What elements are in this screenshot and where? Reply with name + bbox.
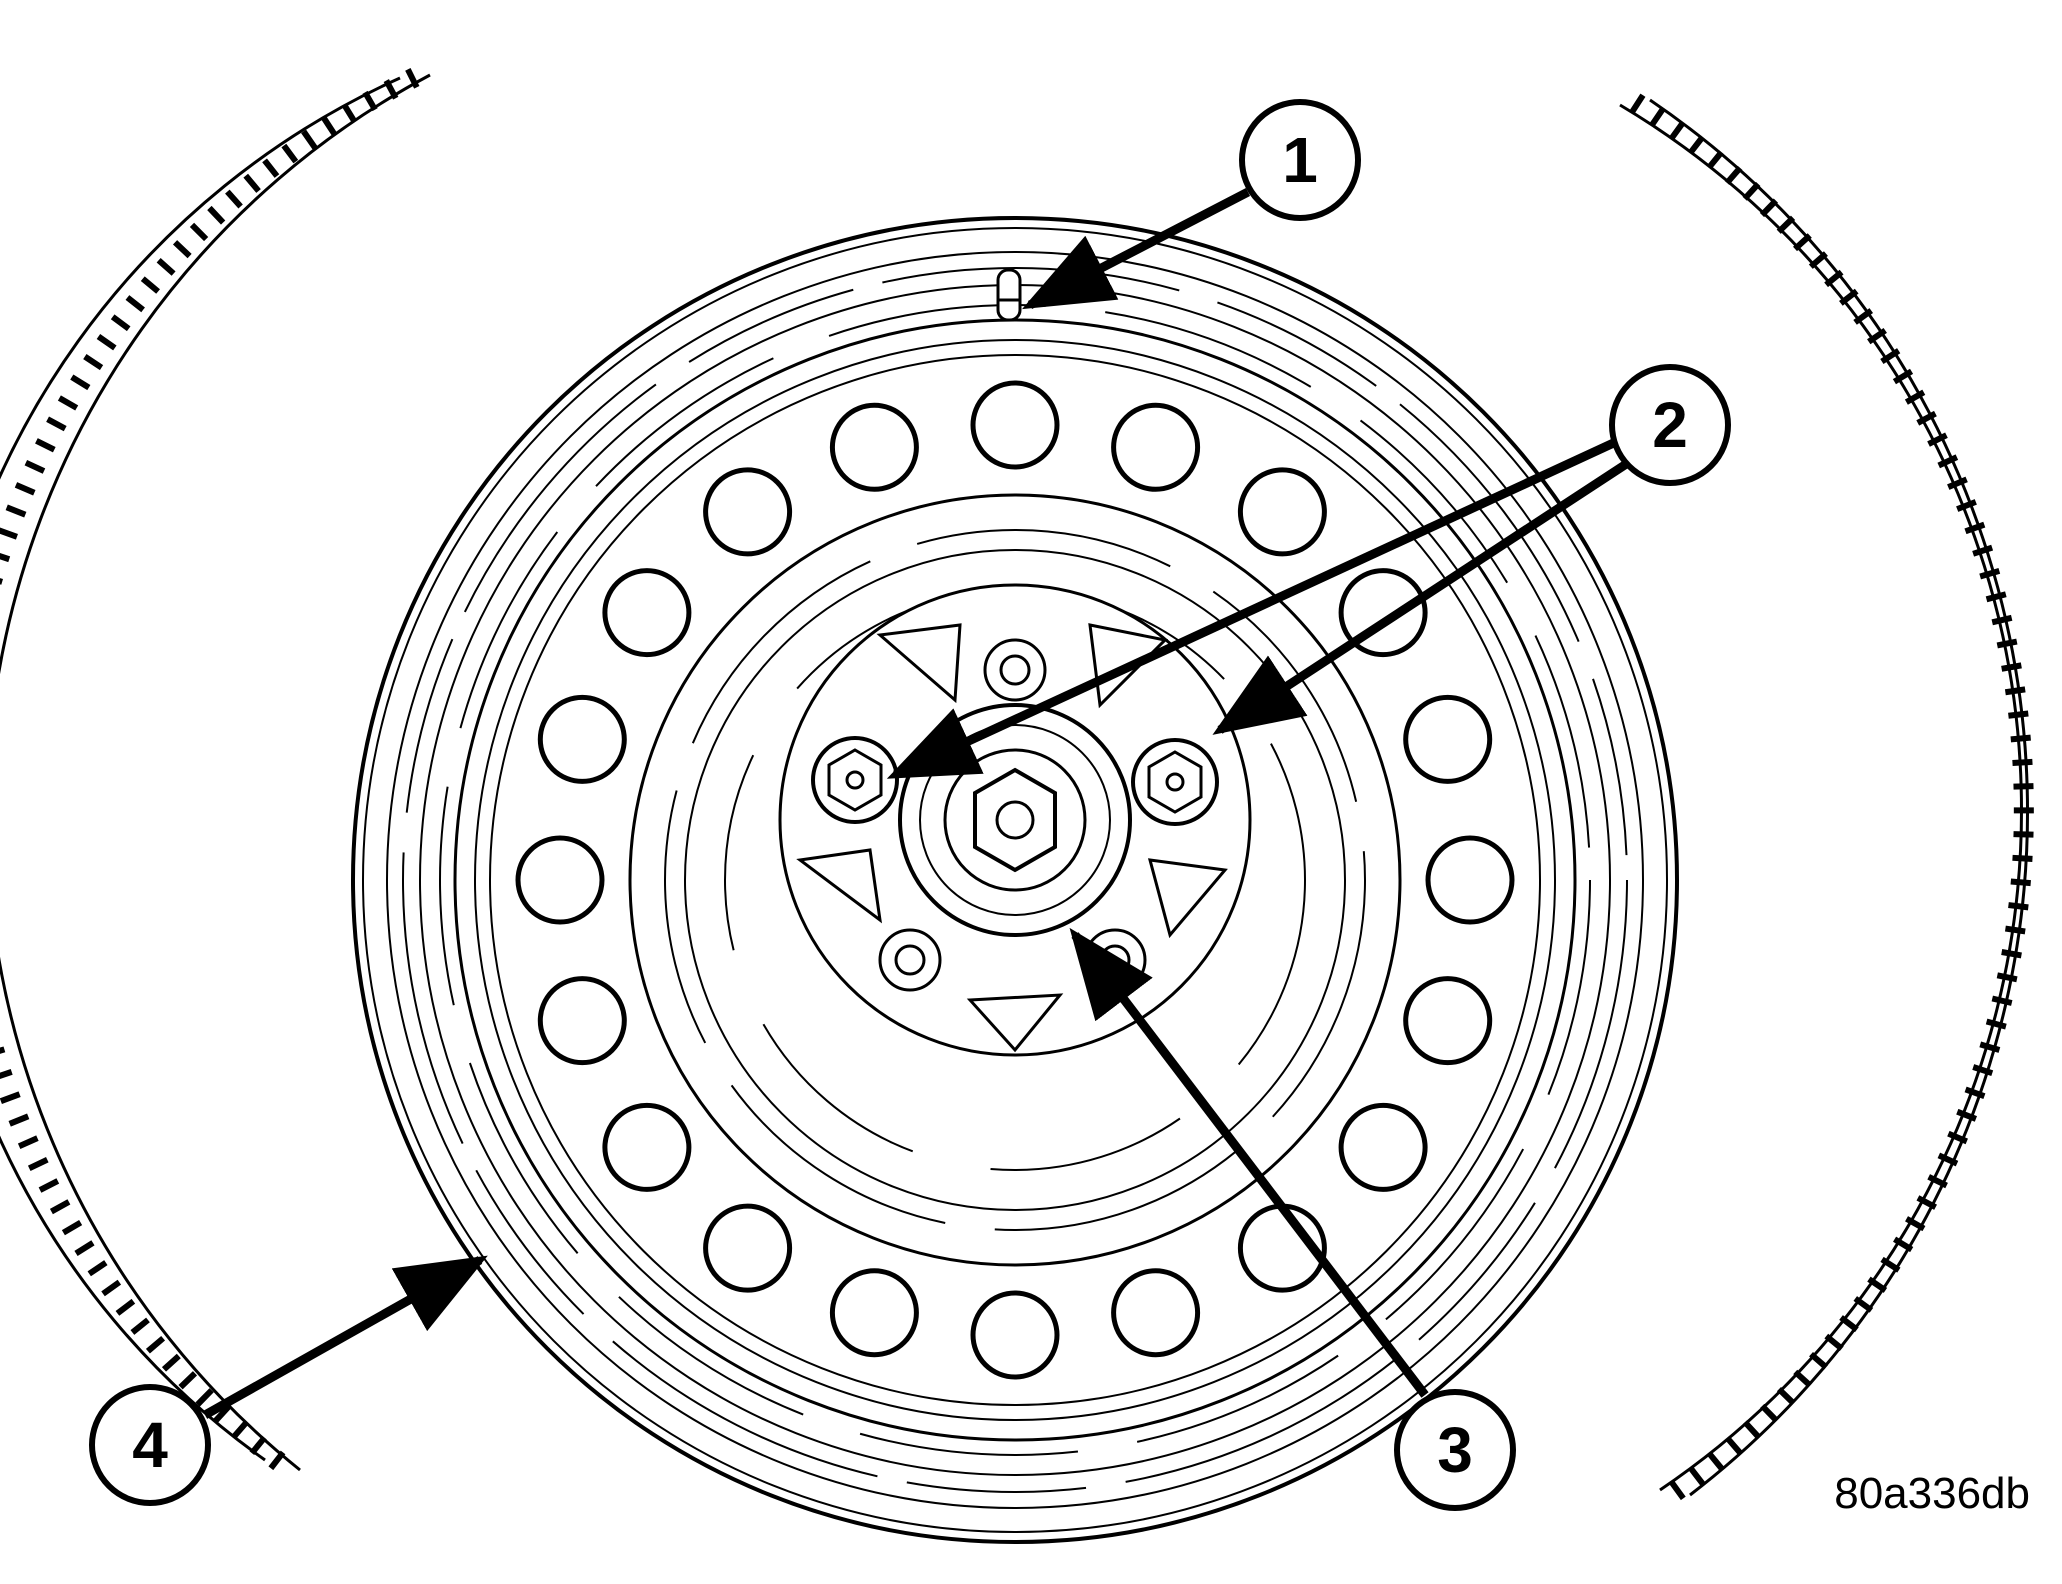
rim-hole <box>829 1268 919 1358</box>
rim-hole <box>602 1102 692 1192</box>
callout-1-number: 1 <box>1282 124 1318 196</box>
rim-hole <box>703 1203 793 1293</box>
callout-3: 3 <box>1394 1389 1516 1511</box>
wheel-stud-top <box>983 638 1047 702</box>
rim-hole <box>1111 1268 1201 1358</box>
figure-code: 80a336db <box>1834 1469 2030 1518</box>
leader-arrows <box>202 188 1643 1419</box>
leader-arrow-2b <box>1212 451 1643 735</box>
rim-hole <box>1111 402 1201 492</box>
rim-hole <box>537 694 627 784</box>
leader-arrow-3 <box>1069 927 1429 1398</box>
rim-hole <box>1403 976 1493 1066</box>
rim-hole <box>1237 467 1327 557</box>
rim-vent-holes <box>515 380 1515 1380</box>
lug-nut-left <box>811 736 899 824</box>
rim-hole <box>1338 1102 1428 1192</box>
rim-hole <box>602 568 692 658</box>
leader-arrow-1 <box>1022 188 1251 310</box>
callout-2-number: 2 <box>1652 389 1688 461</box>
rim-hole <box>829 402 919 492</box>
rim-hole <box>1403 694 1493 784</box>
rim-hole <box>537 976 627 1066</box>
callout-2: 2 <box>1609 364 1731 486</box>
rim-hole <box>1425 835 1515 925</box>
rim-hole <box>970 380 1060 470</box>
wheel-stud-bottom-left <box>878 928 942 992</box>
callout-4: 4 <box>89 1384 211 1506</box>
callout-3-number: 3 <box>1437 1414 1473 1486</box>
rim-hole <box>970 1290 1060 1380</box>
fender-outline <box>0 68 2034 1501</box>
rim <box>474 339 1556 1421</box>
rim-hole <box>515 835 605 925</box>
leader-arrow-4 <box>202 1255 488 1419</box>
leader-arrow-2a <box>886 435 1622 780</box>
rim-hole <box>703 467 793 557</box>
callout-4-number: 4 <box>132 1409 168 1481</box>
lug-nut-right <box>1131 738 1219 826</box>
valve-stem <box>996 268 1022 322</box>
callout-1: 1 <box>1239 99 1361 221</box>
